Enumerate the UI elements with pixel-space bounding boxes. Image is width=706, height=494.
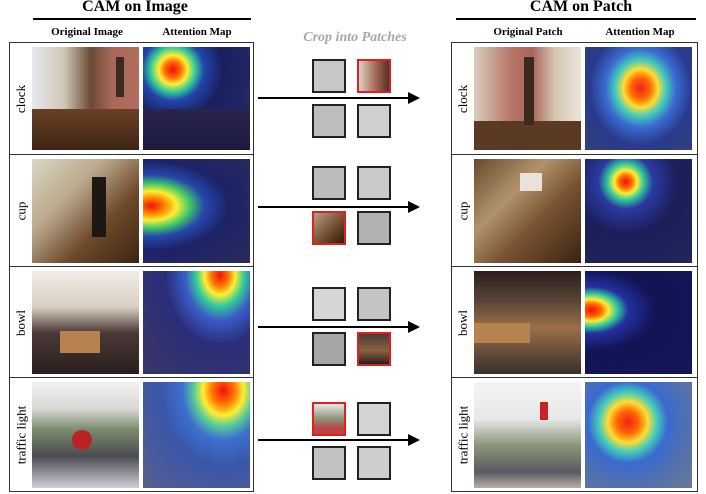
attention-map-clock [143, 47, 250, 150]
crop-title: Crop into Patches [303, 30, 407, 45]
original-patch-clock [474, 47, 581, 150]
right-arrow-icon [408, 321, 420, 333]
row-label: traffic light [455, 405, 471, 465]
patch-traffic-light-1 [312, 402, 346, 436]
right-row-clock: clock [452, 43, 697, 154]
patch-bowl-1 [312, 287, 346, 321]
col-attention-map-right: Attention Map [605, 26, 675, 38]
patch-clock-1 [312, 59, 346, 93]
arrow-line-bowl [258, 326, 410, 328]
left-row-traffic-light: traffic light [10, 377, 253, 492]
right-arrow-icon [408, 92, 420, 104]
original-image-clock [32, 47, 139, 150]
attention-map-bowl [143, 271, 250, 374]
right-section-title: CAM on Patch [529, 0, 633, 15]
right-title-rule [456, 18, 696, 20]
patch-clock-2 [357, 59, 391, 93]
patch-bowl-3 [312, 332, 346, 366]
original-patch-bowl [474, 271, 581, 374]
original-patch-traffic-light [474, 382, 581, 488]
patch-traffic-light-4 [357, 446, 391, 480]
original-patch-cup [474, 159, 581, 263]
attention-map-patch-bowl [585, 271, 692, 374]
col-original-image: Original Image [51, 26, 123, 38]
right-arrow-icon [408, 434, 420, 446]
right-row-cup: cup [452, 154, 697, 267]
arrow-line-clock [258, 97, 410, 99]
patch-bowl-4 [357, 332, 391, 366]
patch-clock-3 [312, 104, 346, 138]
patch-bowl-2 [357, 287, 391, 321]
attention-map-patch-cup [585, 159, 692, 263]
right-arrow-icon [408, 201, 420, 213]
right-row-bowl: bowl [452, 266, 697, 378]
row-label: cup [455, 201, 470, 221]
original-image-bowl [32, 271, 139, 374]
left-row-clock: clock [10, 43, 253, 154]
row-label: cup [13, 201, 28, 221]
patch-cup-3 [312, 211, 346, 245]
left-image-panel: clock cup bowl traffic light [9, 42, 254, 492]
col-attention-map-left: Attention Map [162, 26, 232, 38]
arrow-line-traffic-light [258, 439, 410, 441]
col-original-patch: Original Patch [493, 26, 563, 38]
row-label: bowl [455, 309, 470, 336]
row-label: traffic light [13, 405, 29, 465]
attention-map-traffic-light [143, 382, 250, 488]
row-label: clock [13, 84, 28, 113]
patch-cup-1 [312, 166, 346, 200]
patch-clock-4 [357, 104, 391, 138]
right-row-traffic-light: traffic light [452, 377, 697, 492]
left-section-title: CAM on Image [82, 0, 188, 15]
right-patch-panel: clock cup bowl traffic light [451, 42, 698, 492]
attention-map-cup [143, 159, 250, 263]
patch-cup-2 [357, 166, 391, 200]
row-label: bowl [13, 309, 28, 336]
attention-map-patch-traffic-light [585, 382, 692, 488]
patch-cup-4 [357, 211, 391, 245]
original-image-traffic-light [32, 382, 139, 488]
left-title-rule [33, 18, 251, 20]
attention-map-patch-clock [585, 47, 692, 150]
arrow-line-cup [258, 206, 410, 208]
original-image-cup [32, 159, 139, 263]
left-row-cup: cup [10, 154, 253, 267]
patch-traffic-light-2 [357, 402, 391, 436]
patch-traffic-light-3 [312, 446, 346, 480]
row-label: clock [455, 84, 470, 113]
left-row-bowl: bowl [10, 266, 253, 378]
